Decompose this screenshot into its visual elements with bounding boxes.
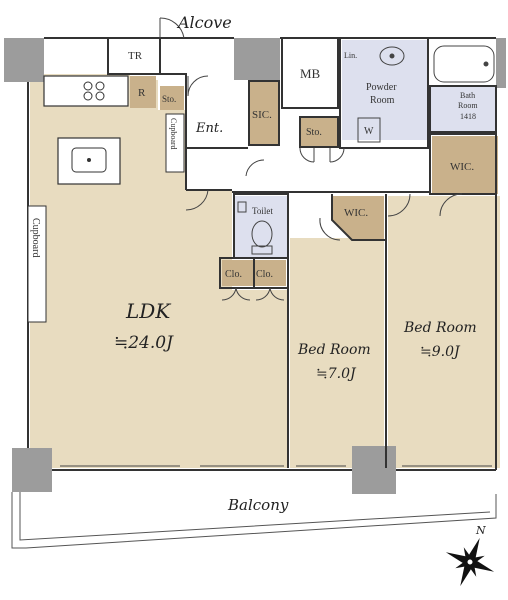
pillar-bottom-mid [352, 446, 396, 494]
bedroom-2-label: Bed Room [403, 320, 477, 336]
sic-box [249, 81, 279, 145]
ent-label: Ent. [195, 121, 223, 136]
sink-drain-icon [87, 158, 91, 162]
washer-icon [357, 117, 381, 143]
bath-floor [430, 86, 496, 132]
bathtub-icon [433, 45, 495, 83]
pillar-top-left [4, 38, 44, 82]
sto-hall-label: Sto. [306, 127, 322, 138]
compass-north-label: N [475, 524, 486, 537]
balcony [11, 492, 497, 549]
powder-room-label-1: Powder [366, 82, 397, 93]
toilet-bowl-icon [251, 220, 273, 248]
stove-burner-icon [95, 81, 105, 91]
fixtures [237, 45, 495, 255]
toilet-tank-icon [251, 245, 273, 255]
bedroom-1-label: Bed Room [297, 342, 371, 358]
cupboard-upper-label: Cupboard [169, 118, 178, 150]
clo-2-box [254, 260, 286, 286]
alcove-label: Alcove [176, 13, 232, 32]
powder-room-label-2: Room [370, 95, 395, 106]
wic-mid-box [332, 196, 384, 240]
compass: N [445, 524, 495, 587]
toilet-sink-icon [237, 201, 247, 213]
clo-1-box [222, 260, 254, 286]
sto-hall-box [300, 117, 338, 147]
labels: Alcove TR MB Lin. Powder Room Bath Room … [30, 13, 478, 514]
w-label: W [364, 126, 374, 137]
basin-icon [379, 46, 405, 66]
kitchen-counter-top [43, 75, 129, 107]
tr-label: TR [128, 50, 143, 62]
ldk-size-label: ≒24.0J [114, 333, 174, 353]
sto-entry-box [160, 86, 184, 110]
pillar-top-right [496, 38, 506, 88]
wic-right-label: WIC. [450, 161, 474, 173]
lin-label: Lin. [344, 51, 357, 60]
ldk-label: LDK [125, 299, 171, 323]
pillars [4, 38, 506, 494]
cupboard-upper [165, 113, 185, 173]
wic-right-box [432, 136, 498, 194]
powder-room-floor [342, 40, 428, 140]
kitchen-sink-icon [71, 147, 107, 173]
stove-burner-icon [83, 91, 93, 101]
bedroom-2-floor [388, 196, 500, 468]
stove-burner-icon [83, 81, 93, 91]
sic-label: SIC. [252, 109, 272, 121]
wic-mid-label: WIC. [344, 207, 368, 219]
balcony-label: Balcony [227, 496, 289, 514]
toilet-floor [234, 196, 288, 258]
bath-room-label-1: Bath [460, 91, 475, 100]
pillar-top-mid [234, 38, 280, 80]
bedroom-1-size-label: ≒7.0J [316, 366, 357, 382]
cupboard-left [27, 205, 47, 323]
r-box [130, 76, 156, 108]
kitchen [43, 75, 129, 185]
sto-entry-label: Sto. [162, 94, 176, 104]
bath-room-label-3: 1418 [460, 112, 476, 121]
stove-burner-icon [95, 91, 105, 101]
pillar-bottom-left [12, 448, 52, 492]
r-label: R [138, 87, 146, 99]
bath-room-label-2: Room [458, 101, 478, 110]
storage-areas [130, 76, 498, 286]
mb-label: MB [300, 66, 321, 81]
doors [159, 17, 463, 301]
clo-1-label: Clo. [225, 269, 242, 280]
clo-2-label: Clo. [256, 269, 273, 280]
bedroom-1-floor [290, 238, 384, 468]
toilet-label: Toilet [252, 206, 273, 216]
bedroom-2-size-label: ≒9.0J [420, 344, 461, 360]
cupboard-left-label: Cupboard [30, 218, 41, 257]
